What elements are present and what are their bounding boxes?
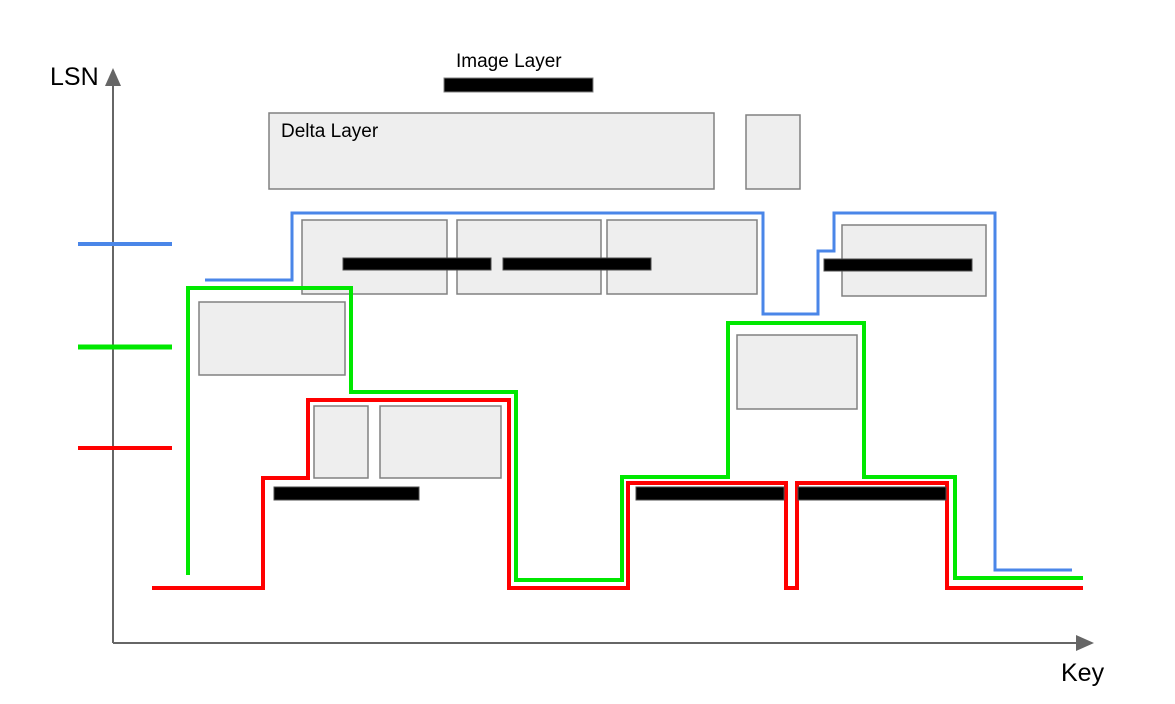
image-bar-blue-2: [502, 257, 652, 271]
delta-box-green-right: [736, 334, 858, 410]
delta-box-blue-1: [301, 219, 448, 295]
green-lsn-boundary-line: [186, 286, 1083, 582]
delta-box-top-right: [745, 114, 801, 190]
image-bar-red-1: [273, 486, 420, 501]
delta-box-blue-3: [606, 219, 758, 295]
blue-lsn-boundary-line: [205, 211, 1072, 572]
image-bar-blue-3: [823, 258, 973, 272]
x-axis-label: Key: [1061, 659, 1105, 687]
y-axis-label: LSN: [50, 63, 99, 91]
image-layer-legend-bar: [443, 77, 594, 93]
delta-box-red-1: [313, 405, 369, 479]
red-lsn-boundary-line: [152, 398, 1083, 590]
delta-layer-main-box: [268, 112, 715, 190]
delta-layer-label: Delta Layer: [281, 121, 379, 142]
delta-box-red-2: [379, 405, 502, 479]
image-layer-label: Image Layer: [456, 51, 562, 72]
image-bar-blue-1: [342, 257, 492, 271]
image-bar-red-2: [635, 486, 785, 501]
delta-box-blue-2: [456, 219, 602, 295]
delta-box-green-left: [198, 301, 346, 376]
image-bar-red-3: [797, 486, 947, 501]
